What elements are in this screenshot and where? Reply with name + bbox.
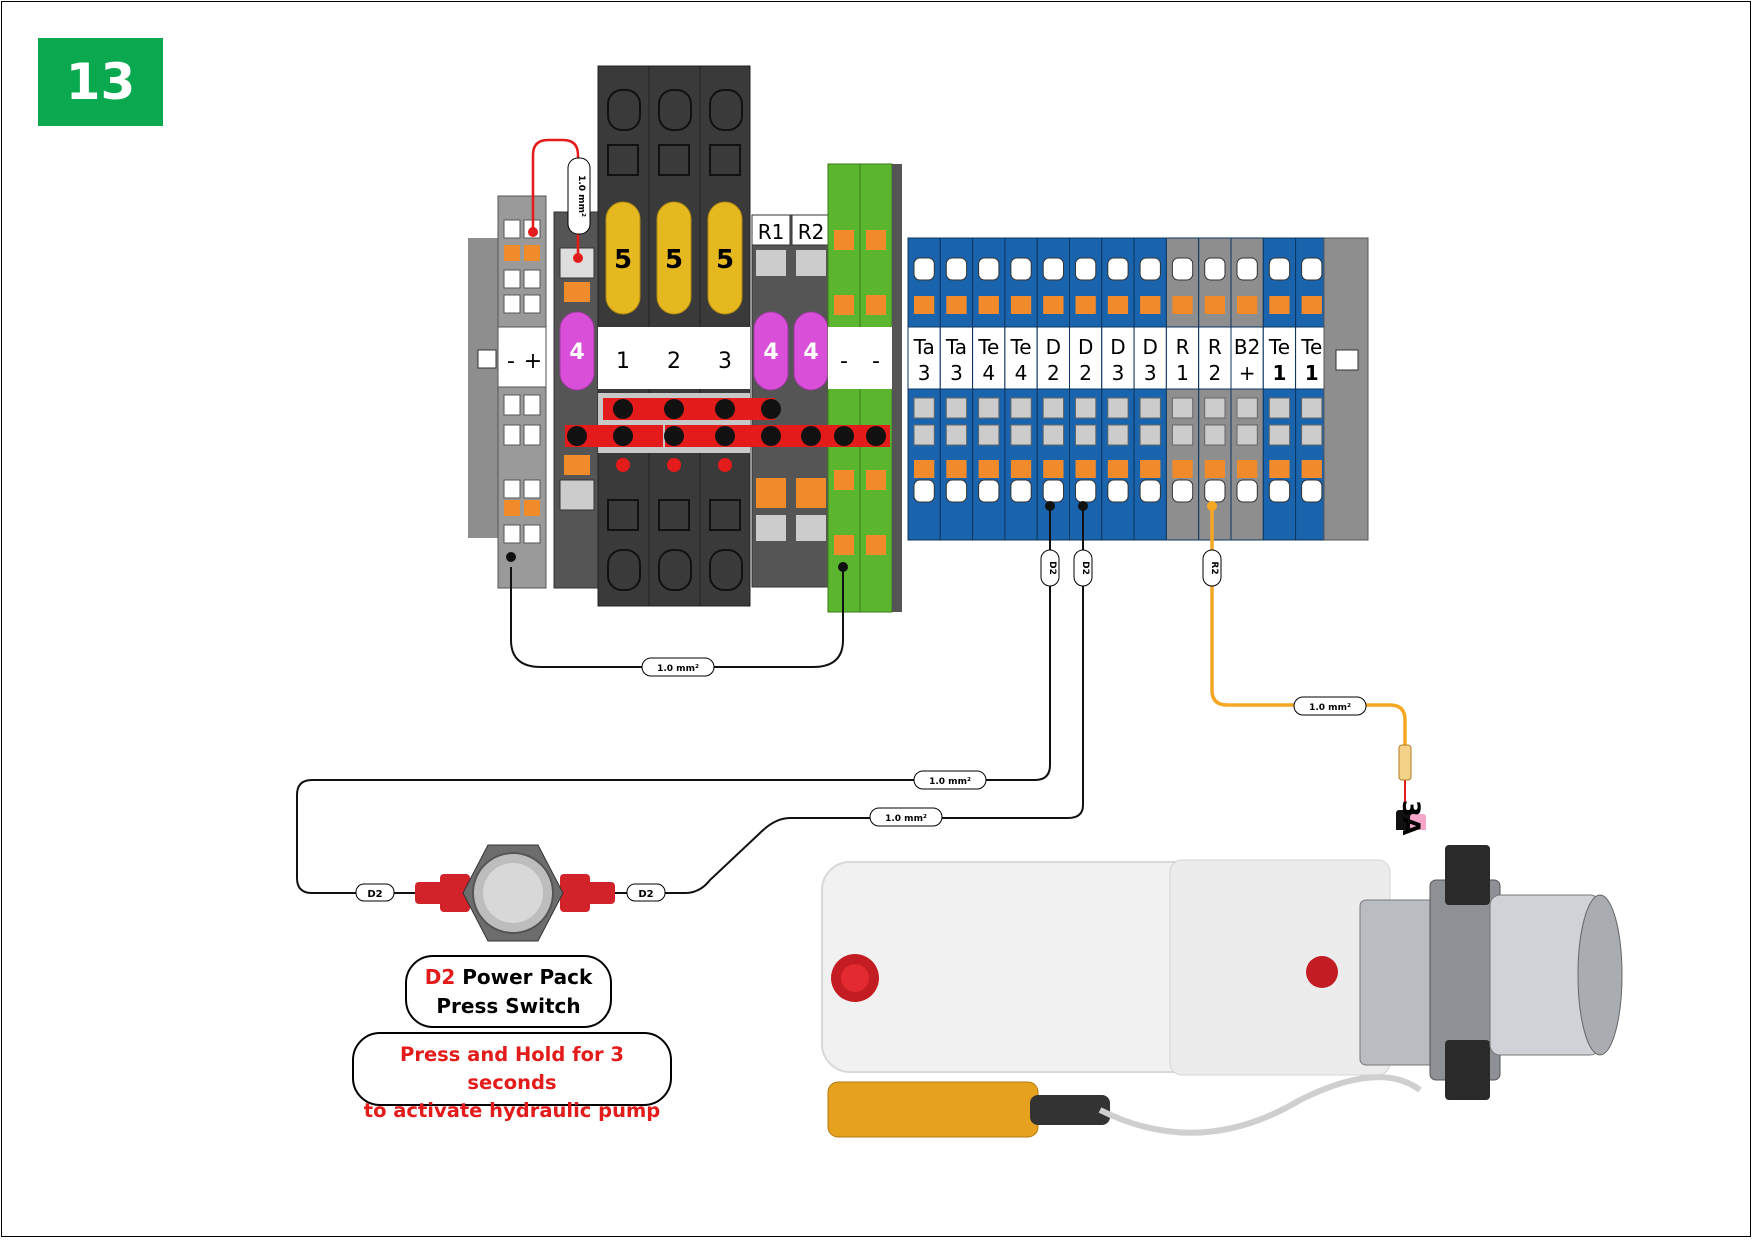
instruction-callout: Press and Hold for 3 seconds to activate… [352,1032,672,1122]
d2-wire-b-size-tag: 1.0 mm² [869,807,943,827]
terminal-10-bottom: 2 [1208,361,1221,385]
d2-wire-b-tag: D2 [1073,549,1093,587]
green-terminal-1-label: - [840,349,848,374]
fuse-jumper-tag: 1.0 mm² [567,157,591,235]
terminal-11: B2+ [1230,237,1264,541]
d2-wire-a-tag: D2 [1040,549,1060,587]
bottom-jumper-tag: 1.0 mm² [641,657,715,677]
terminal-5-top: D [1046,335,1061,359]
terminal-8-top: D [1143,335,1158,359]
terminal-3: Te4 [972,237,1006,541]
terminal-2-top: Ta [945,335,967,359]
switch-code: D2 [424,965,456,989]
terminal-6-top: D [1078,335,1093,359]
terminal-3-top: Te [977,335,999,359]
terminal-9-top: R [1176,335,1190,359]
terminal-10-top: R [1208,335,1222,359]
terminal-minus-label: - [507,349,515,374]
fuse-top-2-label: 5 [665,245,683,275]
svg-text:D2: D2 [1080,561,1090,575]
step-number-badge: 13 [38,38,163,126]
terminal-2-bottom: 3 [950,361,963,385]
relay-r2-label: R2 [798,220,825,244]
terminal-6: D2 [1069,237,1103,541]
r2-wire-size-tag: 1.0 mm² [1293,696,1367,716]
terminal-11-top: B2 [1234,335,1260,359]
terminal-13-bottom: 1 [1305,361,1319,385]
fuse-column-left: 4 [553,211,601,589]
instruction-line1: Press and Hold for 3 seconds [400,1043,624,1094]
svg-text:1.0 mm²: 1.0 mm² [885,814,927,824]
terminal-7-top: D [1110,335,1125,359]
terminal-12-top: Te [1268,335,1290,359]
terminal-2: Ta3 [939,237,974,541]
terminal-1: Ta3 [907,237,941,541]
green-terminal-block: - - [827,163,902,613]
svg-text:1.0 mm²: 1.0 mm² [576,175,586,217]
terminal-plus-label: + [524,349,542,374]
switch-right-tag: D2 [626,883,666,902]
terminal-1-top: Ta [913,335,935,359]
terminal-7-bottom: 3 [1112,361,1125,385]
svg-text:1.0 mm²: 1.0 mm² [929,777,971,787]
switch-name-line1: Power Pack [462,965,593,989]
fuse-top-3-label: 5 [716,245,734,275]
svg-text:D2: D2 [367,889,382,900]
terminal-9-bottom: 1 [1176,361,1189,385]
terminal-11-bottom: + [1239,361,1256,385]
fuse-pink-r1-label: 4 [763,340,778,365]
fuse-slot-1-label: 1 [616,349,630,374]
terminal-4-bottom: 4 [1015,361,1028,385]
terminal-3-bottom: 4 [982,361,995,385]
terminal-7: D3 [1101,237,1135,541]
switch-left-tag: D2 [355,883,395,902]
fuse-pink-r2-label: 4 [803,340,818,365]
relay-r1-label: R1 [758,220,785,244]
terminal-4: Te4 [1004,237,1038,541]
svg-text:1.0 mm²: 1.0 mm² [1309,703,1351,713]
terminal-5: D2 [1036,237,1070,541]
terminal-13: Te1 [1295,237,1329,541]
terminal-10: R2 [1198,237,1232,541]
d2-wire-a-size-tag: 1.0 mm² [913,770,987,790]
terminal-8: D3 [1133,237,1167,541]
svg-text:D2: D2 [638,889,653,900]
r2-wire-tag: R2 [1202,549,1222,587]
right-end-cap [1323,237,1369,541]
svg-text:R2: R2 [1209,561,1219,574]
terminal-6-bottom: 2 [1079,361,1092,385]
wire-tags: 1.0 mm² 1.0 mm² D2 D2 R2 1.0 mm² 1.0 mm² [355,157,1367,902]
hydraulic-power-pack-image [820,830,1630,1160]
terminal-13-top: Te [1300,335,1322,359]
fuse-rating-label: 3A [1397,800,1425,836]
svg-text:1.0 mm²: 1.0 mm² [657,664,699,674]
fuse-holder-block: 5 5 5 1 2 3 [597,65,751,607]
left-terminal-block: - + [468,195,547,589]
terminal-5-bottom: 2 [1047,361,1060,385]
terminal-9: R1 [1165,237,1200,541]
svg-text:D2: D2 [1047,561,1057,575]
wire-endpoints [506,227,1217,572]
instruction-line2: to activate hydraulic pump [363,1099,661,1122]
switch-name-line2: Press Switch [436,994,581,1018]
fuse-slot-2-label: 2 [667,349,681,374]
fuse-slot-3-label: 3 [718,349,732,374]
green-terminal-2-label: - [872,349,880,374]
fuse-pink-label: 4 [569,340,584,365]
terminal-12-bottom: 1 [1272,361,1286,385]
terminal-1-bottom: 3 [918,361,931,385]
pressure-switch-icon [415,844,615,942]
relay-columns: R1 R2 4 4 [751,214,831,588]
fuse-top-1-label: 5 [614,245,632,275]
terminal-12: Te1 [1262,237,1297,541]
terminal-8-bottom: 3 [1144,361,1157,385]
bridge-bars [565,398,890,447]
switch-callout: D2 Power Pack Press Switch [405,955,612,1028]
terminal-4-top: Te [1009,335,1031,359]
